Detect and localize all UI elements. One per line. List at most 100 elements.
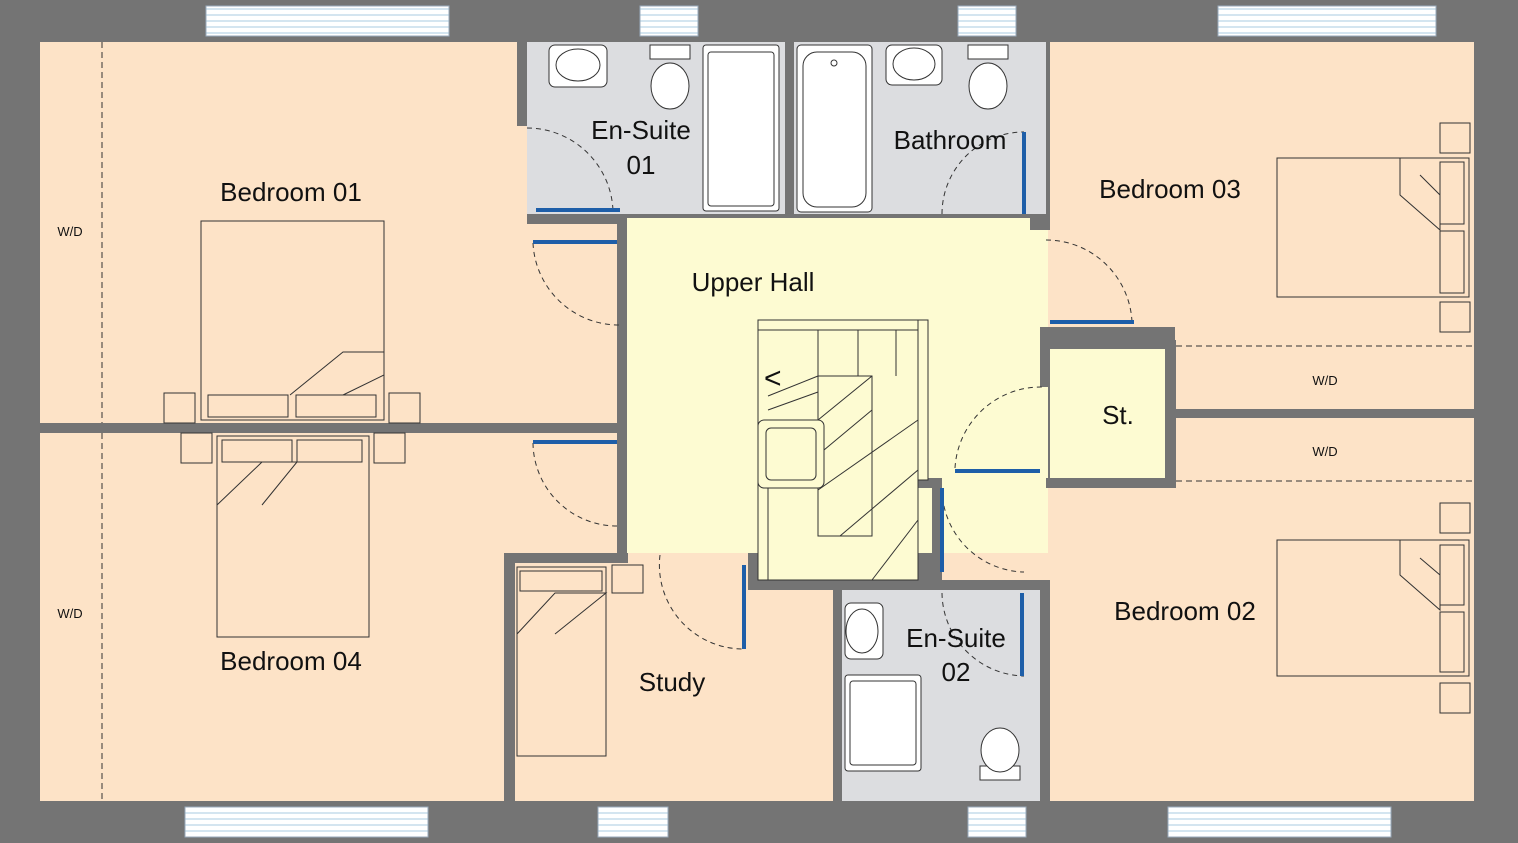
bed-bedroom04 (216, 435, 370, 638)
toilet-bowl (650, 62, 690, 110)
stair-tread (839, 469, 919, 537)
bedroom-02-floor (1176, 418, 1474, 801)
wall (504, 553, 515, 801)
wall (527, 214, 627, 224)
pillow (1439, 230, 1465, 294)
bedroom-04-floor-ext (504, 433, 617, 553)
label-ensuite-02-line2: 02 (942, 657, 971, 687)
door-leaves (533, 132, 1134, 676)
label-bedroom-03: Bedroom 03 (1099, 174, 1241, 204)
wardrobe-label-bedroom02: W/D (1312, 444, 1337, 459)
bedside-table (1439, 122, 1471, 154)
wall (517, 42, 527, 126)
door-swing-ensuite02 (941, 592, 1025, 677)
wardrobe-label-bedroom01: W/D (57, 224, 82, 239)
pillow (519, 570, 603, 592)
window (957, 5, 1017, 37)
door-swing-store (954, 386, 1043, 469)
bedside-table (611, 564, 644, 594)
label-bedroom-02: Bedroom 02 (1114, 596, 1256, 626)
wall (1040, 327, 1050, 387)
stair-tread (817, 419, 919, 491)
bed-cover-fold (289, 351, 385, 396)
label-upper-hall: Upper Hall (692, 267, 815, 297)
wall (833, 590, 842, 801)
stair-rail-top (757, 319, 929, 331)
bedroom-03-floor-ext (1046, 230, 1056, 340)
door-swing-ensuite01 (526, 127, 614, 212)
bedside-table (1439, 682, 1471, 714)
pillow (1439, 611, 1465, 673)
pillow (296, 439, 363, 463)
label-bathroom: Bathroom (894, 125, 1007, 155)
stair-tread (767, 391, 819, 411)
wardrobe-labels: W/D W/D W/D W/D (57, 224, 1337, 621)
bed-bedroom03 (1276, 157, 1470, 298)
internal-walls (40, 42, 1474, 801)
bedside-table (373, 432, 406, 464)
wall (1040, 327, 1175, 349)
bedside-table (163, 392, 196, 424)
wardrobe-label-bedroom04: W/D (57, 606, 82, 621)
stair-tread (871, 519, 919, 581)
wall (617, 526, 627, 553)
pillow (295, 394, 377, 418)
wall (617, 327, 627, 439)
door-swing-bedroom02 (941, 487, 1025, 573)
bedside-table (1439, 502, 1471, 534)
label-ensuite-02-line1: En-Suite (906, 623, 1006, 653)
bedside-table (1439, 301, 1471, 333)
basin-bowl (892, 47, 936, 81)
label-ensuite-01-line1: En-Suite (591, 115, 691, 145)
wall (40, 423, 617, 433)
door-swing-bedroom04 (532, 442, 618, 527)
windows (184, 5, 1437, 838)
bed-study (516, 566, 607, 757)
bath-inner (802, 51, 867, 208)
door-swing-study (658, 554, 745, 650)
store-floor (1050, 349, 1165, 478)
label-ensuite-01-line2: 01 (627, 150, 656, 180)
label-store: St. (1102, 400, 1134, 430)
wall (785, 42, 794, 214)
wall (1030, 214, 1050, 230)
door-swing-bedroom01 (532, 242, 620, 326)
bed-bedroom02 (1276, 539, 1470, 677)
wardrobes (101, 42, 1474, 801)
window (639, 5, 699, 37)
pillow (207, 394, 289, 418)
furniture (163, 122, 1471, 757)
toilet-cistern (967, 44, 1009, 60)
shower-tray-inner (849, 680, 917, 766)
stair-tread (767, 375, 819, 397)
room-labels: Bedroom 01 Bedroom 04 En-Suite 01 Bathro… (220, 115, 1256, 697)
wall (1176, 409, 1474, 418)
wall (748, 553, 758, 590)
pillow (1439, 161, 1465, 225)
bath-drain (830, 59, 838, 67)
stair-tread (817, 409, 873, 456)
pillow (221, 439, 293, 463)
toilet-bowl (980, 727, 1020, 773)
bed-cover-fold (516, 592, 608, 635)
staircase (757, 319, 929, 581)
wall (758, 580, 938, 590)
basin-bowl (845, 608, 879, 654)
newel-post-inner (765, 427, 817, 481)
newel-post (757, 419, 825, 489)
window (967, 806, 1027, 838)
label-bedroom-04: Bedroom 04 (220, 646, 362, 676)
stair-rail-right (917, 319, 929, 481)
wall (617, 214, 627, 240)
stair-direction-arrow: < (764, 362, 782, 395)
wall (1046, 478, 1176, 488)
bed-cover-fold (216, 461, 299, 506)
window (1217, 5, 1437, 37)
bed-bedroom01 (200, 220, 385, 421)
wardrobe-label-bedroom03: W/D (1312, 373, 1337, 388)
sanitary-ware (548, 44, 1021, 781)
basin-bowl (555, 48, 601, 82)
bed-cover-fold (1399, 158, 1441, 232)
window (597, 806, 669, 838)
